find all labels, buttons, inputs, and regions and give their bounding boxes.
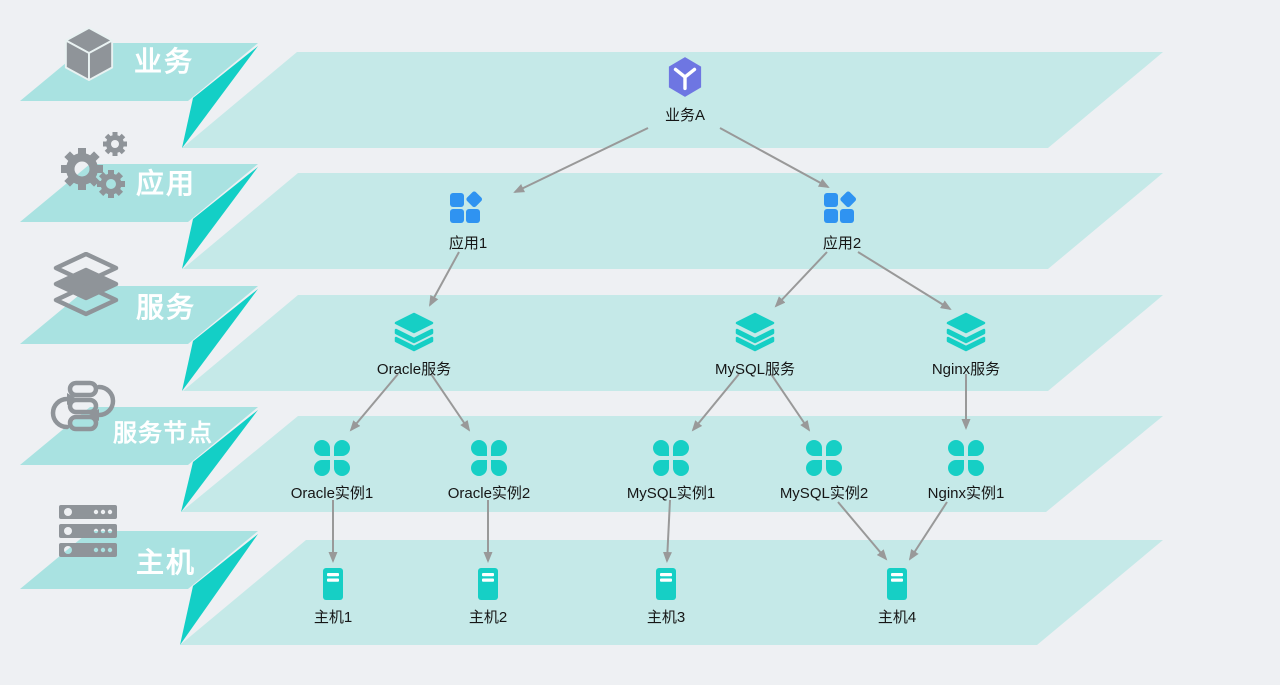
node-label: 应用2: [822, 235, 862, 252]
edge-app-2-nginx-service: [857, 251, 952, 311]
instance-clover-icon: [948, 440, 984, 476]
node-instance-mysql-2[interactable]: MySQL实例2: [749, 440, 899, 503]
node-label: MySQL服务: [714, 361, 795, 378]
service-layers-icon: [392, 312, 436, 352]
node-service-mysql[interactable]: MySQL服务: [680, 312, 830, 379]
layer-label-service: 服务: [136, 292, 197, 323]
node-label: 主机2: [468, 609, 508, 626]
fold-business: [182, 46, 258, 148]
fold-host: [180, 534, 258, 645]
host-server-icon: [887, 568, 907, 600]
node-label: MySQL实例1: [626, 485, 716, 502]
node-label: 主机3: [646, 609, 686, 626]
ribbon-service-node: [20, 407, 258, 465]
edge-business-a-app-1: [513, 127, 649, 193]
node-label: Oracle实例2: [447, 485, 531, 502]
node-app-1[interactable]: 应用1: [393, 190, 543, 253]
node-instance-oracle-1[interactable]: Oracle实例1: [257, 440, 407, 503]
node-label: Nginx实例1: [927, 485, 1005, 502]
service-layers-icon: [944, 312, 988, 352]
node-instance-oracle-2[interactable]: Oracle实例2: [414, 440, 564, 503]
node-label: 主机4: [877, 609, 917, 626]
layers-icon: [53, 252, 119, 317]
instance-clover-icon: [653, 440, 689, 476]
node-label: Nginx服务: [931, 361, 1001, 378]
node-label: Oracle实例1: [290, 485, 374, 502]
fold-service: [182, 289, 258, 391]
band-service: [183, 295, 1163, 391]
app-grid-icon: [823, 190, 861, 226]
service-layers-icon: [733, 312, 777, 352]
edge-app-2-mysql-service: [774, 251, 828, 308]
edge-oracle-service-oracle-instance-2: [430, 373, 471, 432]
instance-clover-icon: [314, 440, 350, 476]
node-label: MySQL实例2: [779, 485, 869, 502]
fold-application: [182, 167, 258, 269]
node-label: 主机1: [313, 609, 353, 626]
node-label: 应用1: [448, 235, 488, 252]
node-host-4[interactable]: 主机4: [822, 568, 972, 627]
instance-clover-icon: [471, 440, 507, 476]
server-rack-icon: [59, 505, 117, 557]
edge-app-1-oracle-service: [429, 251, 460, 307]
edge-mysql-service-mysql-instance-2: [770, 373, 811, 432]
host-server-icon: [323, 568, 343, 600]
layer-label-host: 主机: [136, 547, 197, 578]
app-grid-icon: [449, 190, 487, 226]
edge-business-a-app-2: [719, 127, 830, 188]
node-instance-nginx-1[interactable]: Nginx实例1: [891, 440, 1041, 503]
node-service-nginx[interactable]: Nginx服务: [891, 312, 1041, 379]
business-hexagon-icon: [667, 56, 703, 98]
workflow-icon: [50, 380, 116, 432]
cube-icon: [64, 27, 114, 81]
node-host-2[interactable]: 主机2: [413, 568, 563, 627]
fold-service-node: [181, 410, 258, 512]
edge-mysql-instance-1-host-3: [662, 499, 672, 563]
instance-clover-icon: [806, 440, 842, 476]
edge-oracle-service-oracle-instance-1: [349, 373, 399, 432]
node-business-a[interactable]: 业务A: [610, 56, 760, 125]
ribbon-service: [20, 286, 258, 344]
layer-label-service-node: 服务节点: [113, 420, 213, 447]
band-application: [183, 173, 1163, 269]
node-label: Oracle服务: [376, 361, 452, 378]
node-host-1[interactable]: 主机1: [258, 568, 408, 627]
layer-label-business: 业务: [134, 46, 195, 77]
band-business: [182, 52, 1163, 148]
host-server-icon: [656, 568, 676, 600]
node-service-oracle[interactable]: Oracle服务: [339, 312, 489, 379]
edge-mysql-service-mysql-instance-1: [691, 373, 740, 432]
edge-mysql-instance-2-host-4: [837, 501, 888, 561]
gears-icon: [61, 132, 127, 198]
band-service-node: [181, 416, 1163, 512]
node-instance-mysql-1[interactable]: MySQL实例1: [596, 440, 746, 503]
host-server-icon: [478, 568, 498, 600]
node-label: 业务A: [664, 107, 705, 124]
node-app-2[interactable]: 应用2: [767, 190, 917, 253]
node-host-3[interactable]: 主机3: [591, 568, 741, 627]
edge-nginx-instance-1-host-4: [908, 501, 948, 561]
layer-label-application: 应用: [136, 168, 197, 199]
